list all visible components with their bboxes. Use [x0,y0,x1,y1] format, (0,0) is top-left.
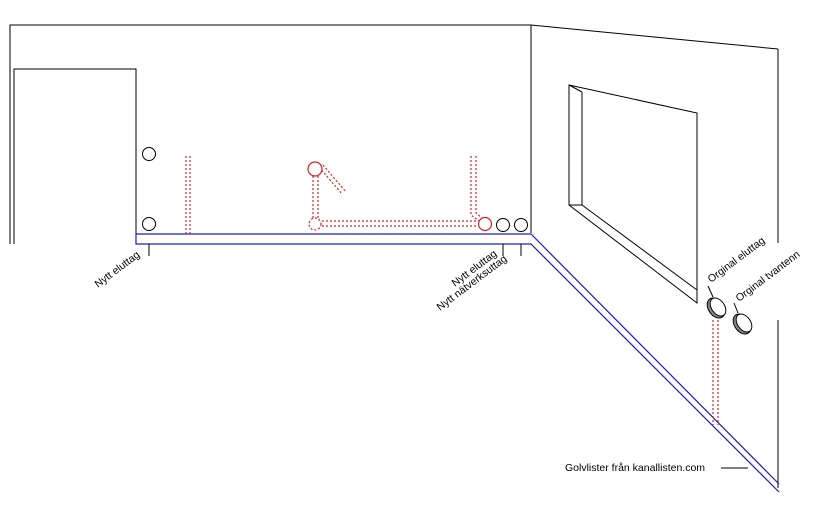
cable-route-right-b [475,156,484,220]
cable-route-right-a [470,156,480,222]
outlet-left-upper [142,147,156,161]
cable-route-diagonal-a [318,166,343,195]
cable-route-diagonal-b [322,164,347,193]
side-wall-top-edge [530,24,779,50]
label-baseboard: Golvlister från kanallisten.com [565,462,705,474]
door-opening [13,68,137,244]
baseboard-channel [135,233,780,493]
new-outlet-marker-upper [307,161,323,177]
original-antenna-outlet [732,313,753,335]
new-outlet-marker-right [477,216,493,232]
outlet-right-electric [496,218,510,232]
original-outlet [706,297,727,319]
outlet-right-network [514,218,528,232]
leader-lines [148,244,748,469]
window [568,84,698,305]
cable-routes [185,156,719,425]
back-wall-outline [9,24,532,244]
outlet-left-lower [142,217,156,231]
new-outlet-marker-lower [308,217,322,231]
label-new-outlet-left: Nytt eluttag [93,249,143,291]
